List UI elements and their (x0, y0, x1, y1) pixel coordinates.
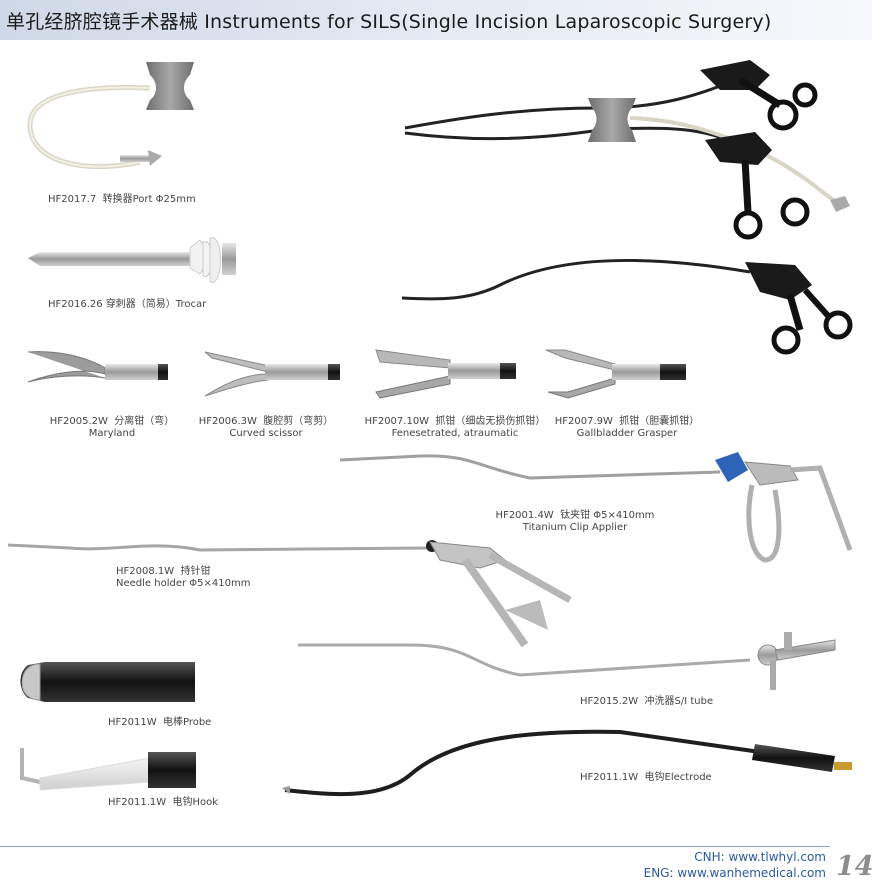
page-title: 单孔经脐腔镜手术器械 Instruments for SILS(Single I… (6, 11, 772, 33)
header-bar: 单孔经脐腔镜手术器械 Instruments for SILS(Single I… (0, 0, 872, 40)
footer-divider (0, 846, 830, 847)
footer-cnh-url: CNH: www.tlwhyl.com (694, 850, 826, 864)
label-suction-tube: HF2015.2W 冲洗器S/I tube (580, 696, 714, 707)
hook-image (20, 748, 196, 791)
trocar-image (28, 237, 236, 283)
label-clip-applier: HF2001.4W 钛夹钳 Φ5×410mm Titanium Clip App… (495, 510, 655, 533)
label-needle-holder: HF2008.1W 持针钳 Needle holder Φ5×410mm (116, 566, 251, 589)
suction-tube-image (298, 632, 836, 690)
label-gallbladder: HF2007.9W 抓钳（胆囊抓钳） Gallbladder Grasper (554, 416, 700, 439)
label-trocar: HF2016.26 穿刺器（简易）Trocar (48, 299, 207, 310)
label-electrode: HF2011.1W 电钩Electrode (580, 772, 712, 783)
label-scissor: HF2006.3W 腹腔剪（弯剪） Curved scissor (198, 416, 334, 439)
electrode-image (282, 729, 852, 797)
label-probe: HF2011W 电棒Probe (108, 717, 212, 728)
probe-image (20, 662, 195, 702)
page-number: 14 (836, 851, 874, 882)
grasper-in-port-image (404, 60, 850, 240)
maryland-image (27, 351, 168, 383)
label-fenestrated: HF2007.10W 抓钳（细齿无损伤抓钳） Fenesetrated, atr… (364, 416, 546, 439)
gallbladder-image (545, 349, 686, 399)
footer-eng-url: ENG: www.wanhemedical.com (643, 866, 826, 880)
port-image (27, 62, 194, 170)
scissor-image (204, 351, 340, 397)
label-maryland: HF2005.2W 分离钳（弯） Maryland (49, 416, 175, 439)
black-grasper-image (401, 259, 853, 355)
label-hook: HF2011.1W 电钩Hook (108, 797, 219, 808)
clip-applier-image (339, 452, 853, 563)
needle-holder-image (7, 540, 572, 648)
fenestrated-image (375, 349, 516, 399)
label-port: HF2017.7 转换器Port Φ25mm (48, 194, 196, 205)
